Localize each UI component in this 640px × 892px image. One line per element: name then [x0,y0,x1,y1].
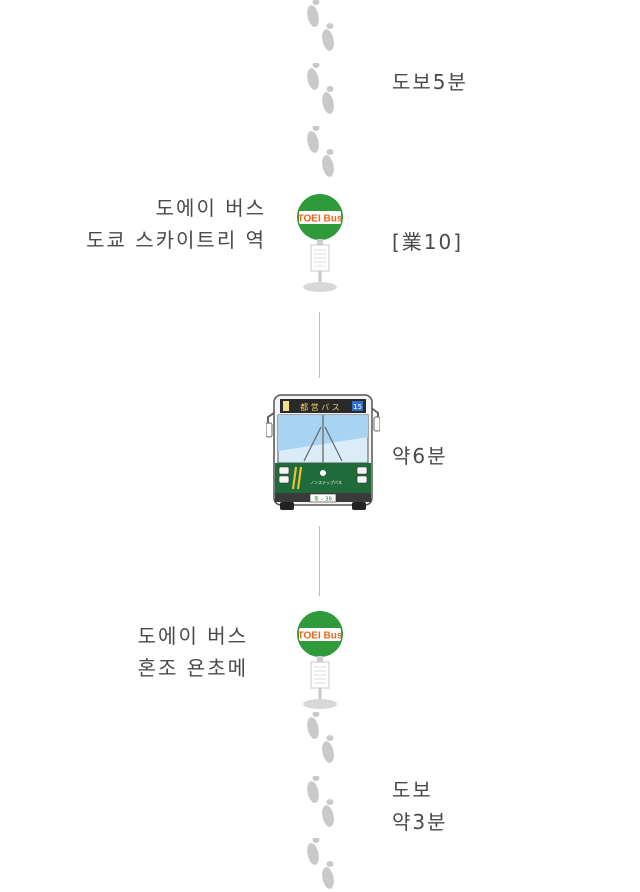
route-line [319,526,320,596]
footprints-icon [307,838,334,889]
svg-text:ノンステップバス: ノンステップバス [310,479,342,485]
stop2-operator-label: 도에이 버스 [137,624,248,648]
footprints-icon [307,63,334,114]
bus-destination-sign: 都 営 バ ス [300,402,340,412]
bus-ride-duration-label: 약6분 [392,444,448,468]
footprints-icon [307,776,334,827]
walk2-duration-label: 약3분 [392,810,448,834]
stop1-operator-label: 도에이 버스 [155,196,266,220]
bus-stop-sign-icon: TOEI Bus [297,611,343,709]
bus-stop-sign-icon: TOEI Bus [297,194,343,292]
bus-license-plate: を - 38 [314,496,332,503]
route-number-label: [業10] [392,230,464,254]
footprints-icon [307,126,334,177]
bus-icon: 都 営 バ ス 15 ノンステップバス を - 38 [266,394,380,510]
walk-duration-label: 도보5분 [392,70,468,94]
footprints-icon [307,0,334,51]
stop-sign-text: TOEI Bus [298,214,343,225]
bus-route-number: 15 [353,403,362,411]
stop-sign-text: TOEI Bus [298,631,343,642]
footprints-icon [307,712,334,763]
stop1-name-label: 도쿄 스카이트리 역 [86,228,266,252]
walk2-mode-label: 도보 [392,778,433,802]
route-line [319,312,320,378]
stop2-name-label: 혼조 욘초메 [137,656,248,680]
